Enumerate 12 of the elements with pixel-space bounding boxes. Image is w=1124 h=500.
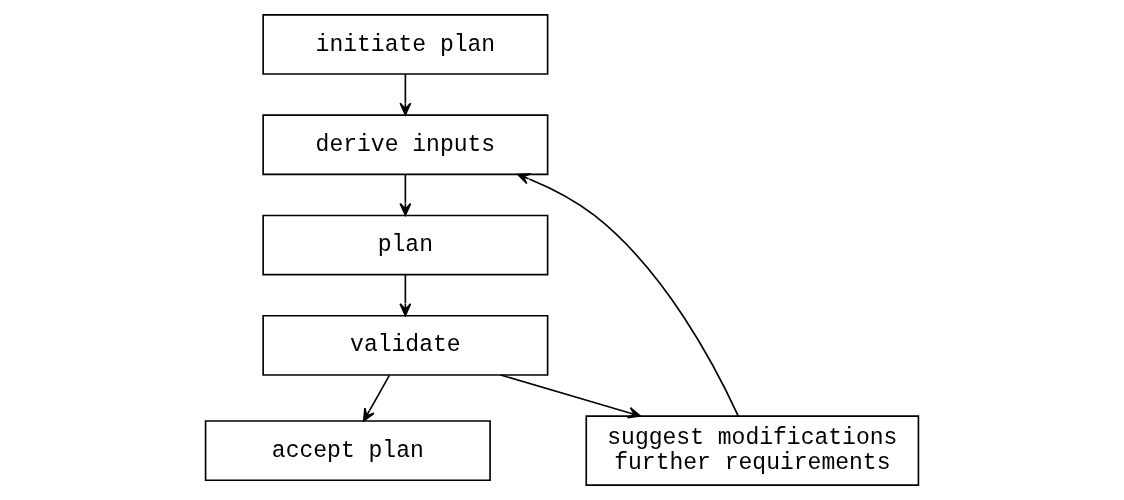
arrow bbox=[517, 173, 739, 417]
node-box: suggest modifications further requirements bbox=[585, 415, 920, 486]
arrow bbox=[399, 273, 412, 317]
arrow bbox=[499, 374, 641, 419]
arrow bbox=[399, 173, 412, 216]
arrow bbox=[362, 374, 391, 422]
node-box: derive inputs bbox=[262, 114, 549, 176]
node-box: accept plan bbox=[204, 420, 491, 482]
node-box: initiate plan bbox=[262, 14, 549, 75]
arrow bbox=[399, 73, 412, 116]
node-box: validate bbox=[262, 314, 549, 376]
node-box: plan bbox=[262, 214, 549, 276]
